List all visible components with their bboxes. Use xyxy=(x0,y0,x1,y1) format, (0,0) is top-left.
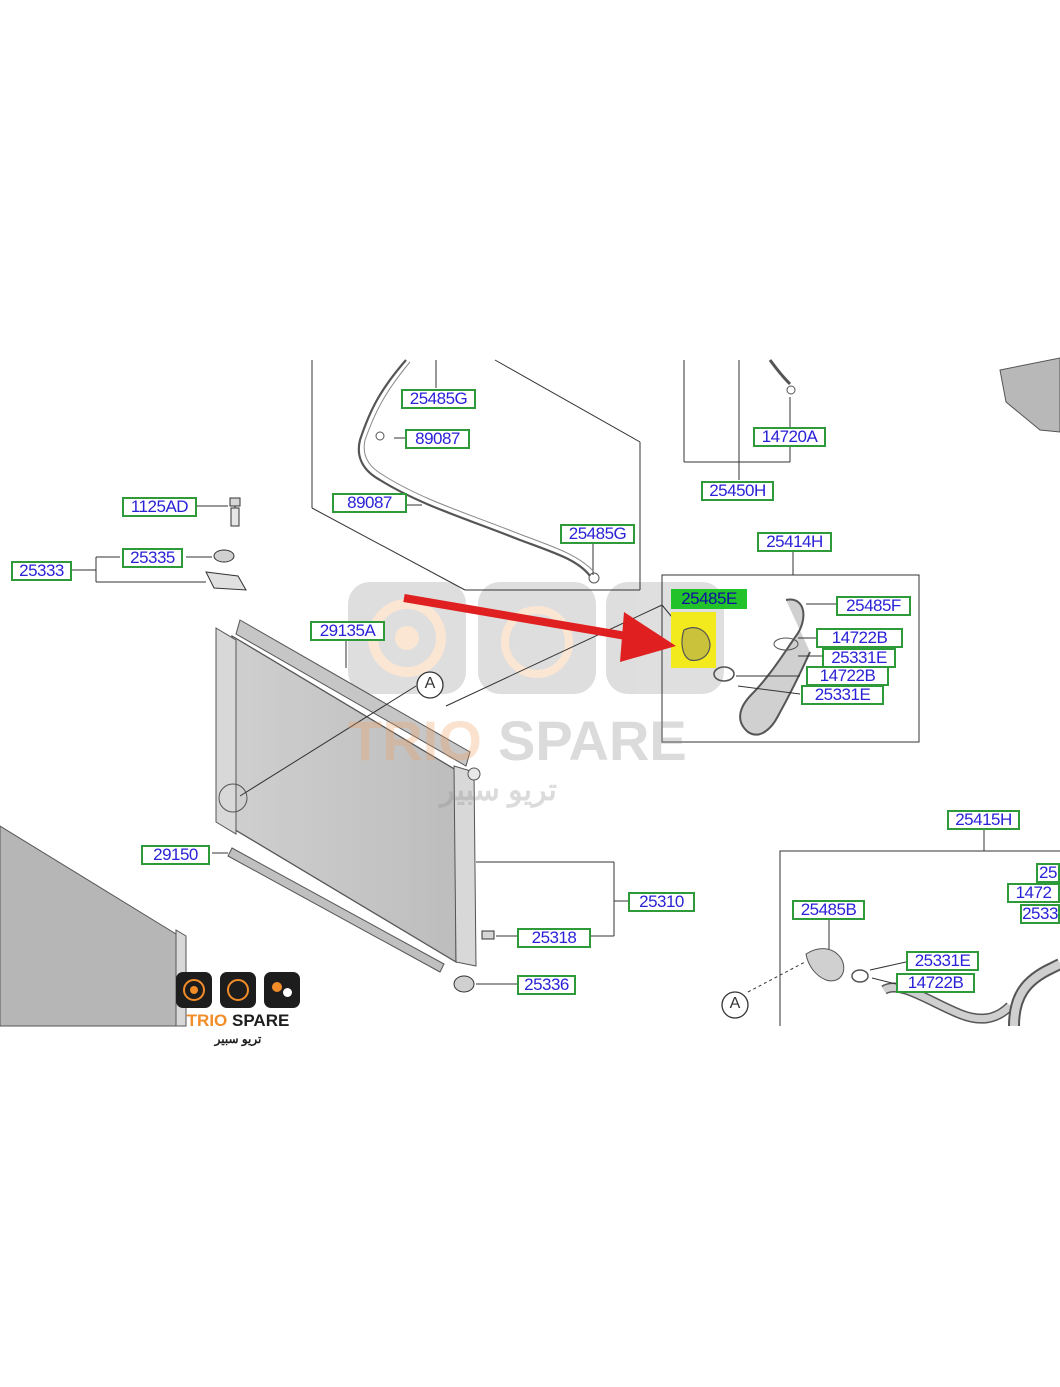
watermark-arabic: تريو سبير xyxy=(438,774,557,808)
part-tag: 25485F xyxy=(836,596,911,616)
part-tag: 25415H xyxy=(947,810,1020,830)
part-tag: 25331E xyxy=(822,648,896,668)
part-tag: 14722B xyxy=(816,628,903,648)
part-tag: 25318 xyxy=(517,928,591,948)
highlighted-hose-fitting xyxy=(681,627,711,661)
logo-arabic-name: تريو سبير xyxy=(214,1032,262,1046)
watermark-text: TRIO SPARE تريو سبير xyxy=(348,709,687,808)
part-tag: 1125AD xyxy=(122,497,197,517)
part-tag: 25331E xyxy=(906,951,979,971)
detail-box-upper xyxy=(661,551,920,743)
part-tag: 25414H xyxy=(757,532,832,552)
trio-spare-logo: TRIO SPARE تريو سبير xyxy=(176,972,300,1048)
logo-wordmark: TRIO SPARE xyxy=(186,1011,290,1030)
part-tag: 14720A xyxy=(753,427,826,447)
callout-a-circle xyxy=(416,671,444,699)
hose-region-top xyxy=(311,359,796,591)
part-tag: 25310 xyxy=(628,892,695,912)
radiator xyxy=(215,619,481,973)
part-tag: 2533 xyxy=(1020,904,1060,924)
part-tag: 89087 xyxy=(405,429,470,449)
callout-a-circle xyxy=(721,991,749,1019)
part-tag: 89087 xyxy=(332,493,407,513)
part-tag: 1472 xyxy=(1007,883,1060,903)
logo-disc-icon xyxy=(176,972,212,1008)
part-tag: 25333 xyxy=(11,561,72,581)
part-tag: 25336 xyxy=(517,975,576,995)
bracket-assembly xyxy=(72,497,247,591)
part-tag: 29135A xyxy=(310,621,385,641)
logo-gear-icon xyxy=(264,972,300,1008)
part-tag: 14722B xyxy=(806,666,889,686)
part-tag: 25485G xyxy=(401,389,476,409)
detail-box-lower xyxy=(747,829,1060,1027)
part-tag: 25485G xyxy=(560,524,635,544)
watermark-latin-2: SPARE xyxy=(498,709,687,772)
part-tag: 25485B xyxy=(792,900,865,920)
part-tag-highlighted: 25485E xyxy=(671,589,747,609)
callout-a-label: A xyxy=(729,995,741,1012)
engine-corner-part xyxy=(999,357,1060,433)
watermark-latin-1: TRIO xyxy=(348,709,482,772)
part-tag: 25331E xyxy=(801,685,884,705)
part-tag: 29150 xyxy=(141,845,210,865)
part-tag: 14722B xyxy=(896,973,975,993)
part-tag: 25335 xyxy=(122,548,183,568)
part-tag: 25 xyxy=(1036,863,1060,883)
logo-gauge-icon xyxy=(220,972,256,1008)
red-pointer-arrow-icon xyxy=(403,594,676,662)
part-tag: 25450H xyxy=(701,481,774,501)
callout-a-label: A xyxy=(424,675,436,692)
